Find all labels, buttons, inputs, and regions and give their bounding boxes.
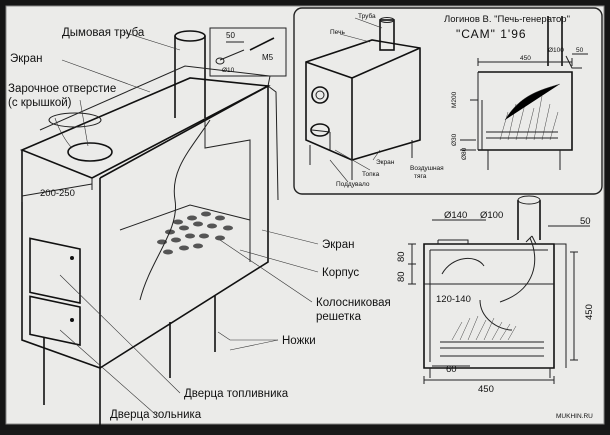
bottom-right-section (408, 195, 590, 384)
top-right-panel (293, 7, 603, 195)
label-width-dim: 200-250 (40, 188, 75, 199)
top-right-stove: Печь (330, 29, 345, 36)
label-fire-hole-2: (с крышкой) (8, 97, 72, 109)
bottom-right-d140: Ø140 (444, 210, 467, 221)
top-right-air: Воздушная (410, 165, 444, 172)
leader-lines (59, 31, 319, 415)
bottom-right-d100: Ø100 (480, 210, 503, 221)
main-stove-drawing (19, 30, 279, 425)
bottom-right-w450: 450 (478, 384, 494, 395)
label-screen-right: Экран (322, 239, 354, 251)
top-right-pipe: Труба (358, 12, 376, 20)
bolt-thread: M5 (262, 53, 274, 62)
fuel-door (29, 237, 81, 304)
bolt-detail (209, 27, 287, 77)
label-chimney: Дымовая труба (62, 27, 145, 39)
top-right-firebox: Топка (362, 171, 380, 178)
top-right-m200: M200 (451, 91, 458, 108)
top-right-d30: Ø30 (451, 133, 458, 146)
bolt-dim-10: Ø10 (222, 67, 235, 74)
bottom-right-h60: 60 (446, 364, 457, 375)
bottom-right-h80b: 80 (396, 271, 407, 282)
top-right-d100: Ø100 (548, 47, 564, 54)
label-grate-2: решетка (316, 311, 362, 323)
label-screen-top: Экран (10, 53, 42, 65)
watermark: MUKHIN.RU (556, 413, 593, 420)
top-right-w50: 50 (576, 47, 584, 54)
bottom-right-range: 120-140 (436, 294, 471, 305)
bolt-dim-50: 50 (226, 31, 235, 40)
label-grate-1: Колосниковая (316, 297, 391, 309)
label-fuel-door: Дверца топливника (184, 388, 289, 400)
top-right-blower: Поддувало (336, 181, 370, 188)
label-fire-hole-1: Зарочное отверстие (8, 83, 116, 95)
top-right-draft: тяга (414, 173, 427, 180)
bottom-right-h80a: 80 (396, 251, 407, 262)
top-right-author: Логинов В. "Печь-генератор" (444, 14, 570, 25)
top-right-title: "САМ" 1'96 (456, 27, 527, 41)
top-right-w450: 450 (520, 55, 531, 62)
bottom-right-h450: 450 (584, 304, 595, 320)
ash-door (29, 295, 81, 346)
label-legs: Ножки (282, 335, 316, 347)
bottom-right-w50: 50 (580, 216, 591, 227)
label-body: Корпус (322, 267, 359, 279)
top-right-d80: Ø80 (461, 147, 468, 160)
label-ash-door: Дверца зольника (110, 409, 202, 421)
top-right-screen: Экран (376, 159, 395, 166)
